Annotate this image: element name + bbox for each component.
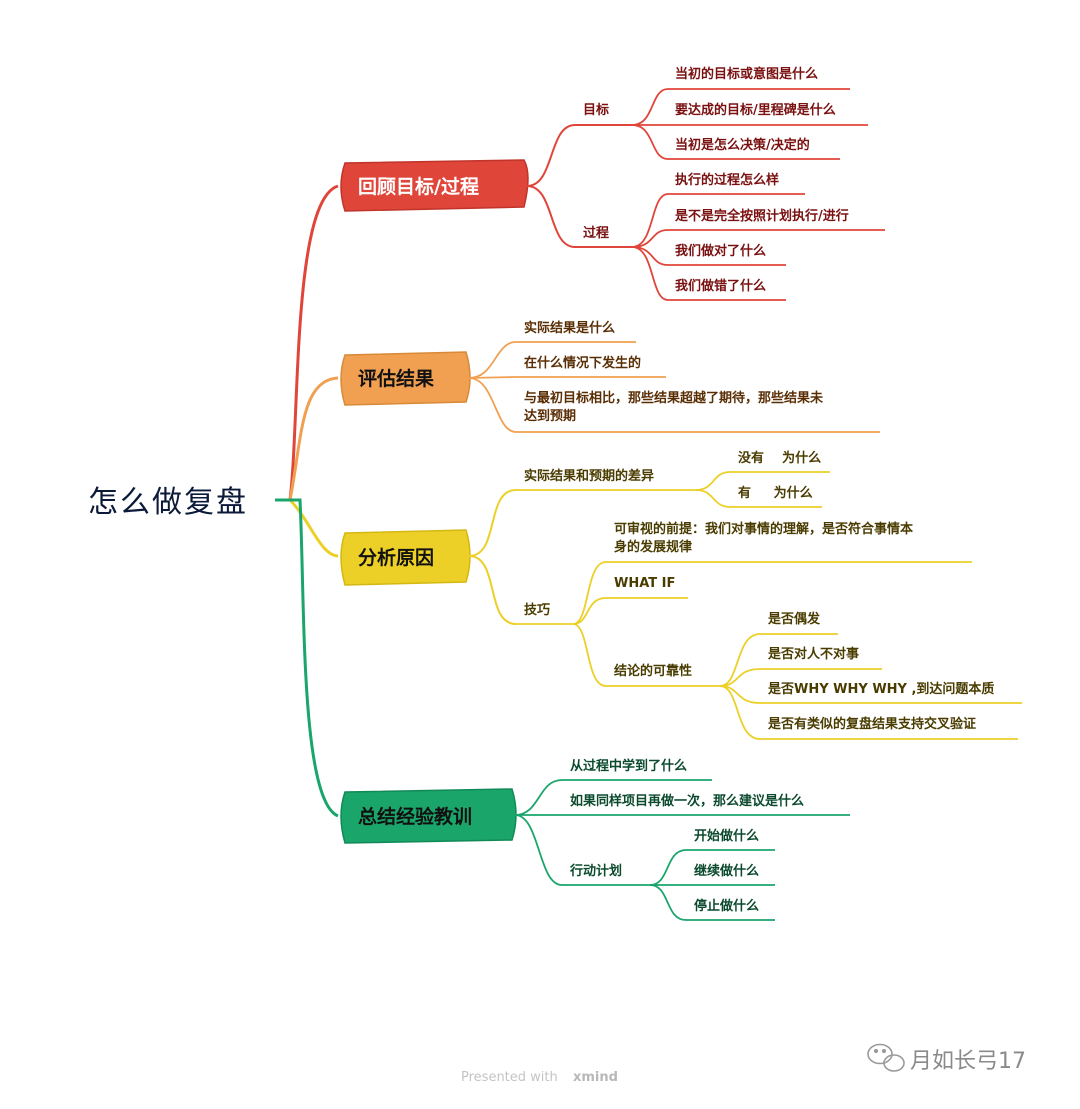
topic[interactable]: 在什么情况下发生的 [524, 355, 641, 371]
connector [695, 471, 731, 491]
branch-label-summary: 总结经验教训 [358, 805, 472, 828]
leaf-topic[interactable]: 可审视的前提：我们对事情的理解，是否符合事情本 [614, 521, 913, 537]
root-topic[interactable]: 怎么做复盘 [88, 485, 248, 520]
connector [631, 246, 669, 301]
connector [572, 597, 607, 625]
topic-line2: 达到预期 [524, 408, 576, 424]
leaf-topic[interactable]: 是不是完全按照计划执行/进行 [674, 208, 849, 224]
topic-gap[interactable]: 实际结果和预期的差异 [524, 468, 654, 484]
topic-reliability[interactable]: 结论的可靠性 [614, 663, 692, 679]
connector [719, 685, 761, 740]
leaf-topic[interactable]: 是否对人不对事 [767, 646, 859, 662]
branch-summary: 总结经验教训 从过程中学到了什么 如果同样项目再做一次，那么建议是什么 行动计划… [340, 758, 850, 921]
connector [468, 555, 517, 625]
connector [631, 193, 669, 248]
branch-analyze: 分析原因 实际结果和预期的差异 没有 为什么 有 为什么 技巧 可审视的前提：我… [340, 450, 1022, 740]
topic[interactable]: 从过程中学到了什么 [570, 758, 687, 774]
connector [649, 849, 687, 886]
topic-goal[interactable]: 目标 [583, 102, 609, 118]
leaf-topic[interactable]: 要达成的目标/里程碑是什么 [675, 102, 836, 118]
branch-node-shape[interactable] [340, 788, 517, 844]
branch-node-shape[interactable] [340, 159, 529, 212]
connector-root-yellow [288, 498, 339, 558]
topic[interactable]: 如果同样项目再做一次，那么建议是什么 [570, 793, 804, 809]
connector [631, 124, 669, 160]
branch-label-evaluate: 评估结果 [358, 367, 434, 390]
leaf-topic[interactable]: 开始做什么 [694, 828, 759, 844]
connector [468, 341, 517, 379]
leaf-topic[interactable]: 是否WHY WHY WHY ,到达问题本质 [767, 681, 994, 697]
connector [468, 489, 517, 557]
leaf-topic-line2: 身的发展规律 [614, 539, 692, 555]
connector [572, 623, 607, 687]
branch-evaluate: 评估结果 实际结果是什么 在什么情况下发生的 与最初目标相比，那些结果超越了期待… [340, 320, 880, 433]
connector [572, 561, 607, 625]
leaf-topic[interactable]: WHAT IF [614, 576, 675, 591]
connector-root-orange [288, 376, 339, 501]
leaf-topic[interactable]: 我们做错了什么 [675, 278, 766, 294]
leaf-topic[interactable]: 当初的目标或意图是什么 [675, 66, 818, 82]
connector [514, 814, 563, 886]
connector [468, 376, 517, 379]
leaf-topic[interactable]: 是否偶发 [767, 611, 821, 627]
leaf-topic[interactable]: 有 为什么 [738, 485, 813, 501]
topic[interactable]: 与最初目标相比，那些结果超越了期待，那些结果未 [524, 390, 824, 406]
topic-process[interactable]: 过程 [583, 225, 609, 241]
connector [468, 377, 517, 433]
connector [526, 124, 576, 187]
branch-label-review: 回顾目标/过程 [358, 176, 479, 198]
connector-root-green [275, 498, 339, 818]
leaf-topic[interactable]: 我们做对了什么 [675, 243, 766, 259]
topic[interactable]: 实际结果是什么 [524, 320, 615, 336]
account-name: 月如长弓17 [910, 1049, 1026, 1074]
leaf-topic[interactable]: 当初是怎么决策/决定的 [675, 137, 810, 153]
topic-action-plan[interactable]: 行动计划 [569, 863, 622, 879]
leaf-topic[interactable]: 没有 为什么 [738, 450, 821, 466]
connector [631, 88, 669, 126]
leaf-topic[interactable]: 停止做什么 [694, 898, 759, 914]
account-watermark: 月如长弓17 [867, 1043, 1026, 1074]
xmind-brand-text: xmind [573, 1070, 618, 1085]
topic-skills[interactable]: 技巧 [524, 602, 550, 618]
connector [649, 884, 687, 921]
connector-root-red [288, 184, 339, 501]
branch-review: 回顾目标/过程 目标 当初的目标或意图是什么 要达成的目标/里程碑是什么 当初是… [340, 66, 885, 301]
branch-node-shape[interactable] [340, 529, 471, 586]
connector [526, 185, 576, 248]
connector [719, 633, 761, 687]
leaf-topic[interactable]: 是否有类似的复盘结果支持交叉验证 [767, 716, 976, 732]
connector [514, 779, 563, 816]
connector [695, 489, 731, 508]
branch-node-shape[interactable] [340, 351, 471, 406]
leaf-topic[interactable]: 继续做什么 [694, 863, 759, 879]
leaf-topic[interactable]: 执行的过程怎么样 [675, 172, 779, 188]
wechat-icon [867, 1043, 905, 1072]
xmind-watermark: Presented with xmind [461, 1070, 618, 1085]
connector [631, 229, 669, 248]
branch-label-analyze: 分析原因 [358, 546, 434, 569]
presented-with-text: Presented with [461, 1070, 558, 1085]
connector [631, 246, 669, 266]
